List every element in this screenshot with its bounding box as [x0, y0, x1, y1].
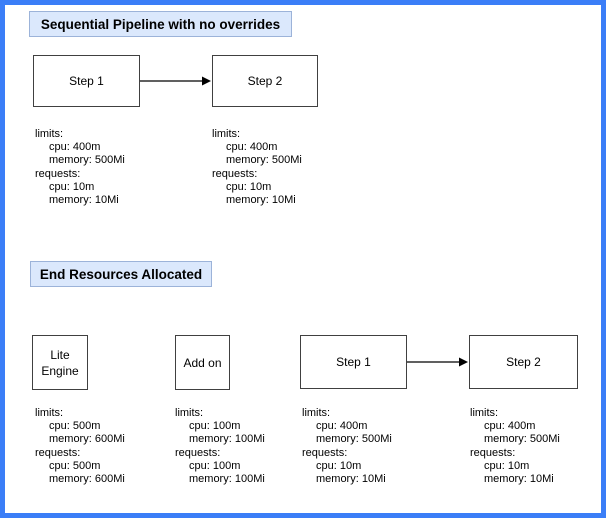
node-step1-bottom: Step 1	[300, 335, 407, 389]
resource-block-step1-top: limits: cpu: 400m memory: 500Mi requests…	[35, 128, 125, 207]
arrow-step1-to-step2-top	[140, 76, 211, 86]
node-step2-bottom: Step 2	[469, 335, 578, 389]
resource-line: cpu: 500m	[49, 420, 101, 433]
section-title-end-resources: End Resources Allocated	[30, 261, 212, 287]
resource-line: memory: 10Mi	[484, 473, 554, 486]
resource-line: cpu: 500m	[49, 459, 101, 472]
resource-line: limits:	[212, 128, 241, 140]
section-title-sequential-pipeline: Sequential Pipeline with no overrides	[29, 11, 292, 37]
resource-line: memory: 10Mi	[226, 194, 296, 207]
resource-block-add-on: limits: cpu: 100m memory: 100Mi requests…	[175, 407, 265, 486]
resource-line: memory: 500Mi	[49, 154, 125, 167]
resource-line: requests:	[35, 167, 81, 180]
resource-block-lite-engine: limits: cpu: 500m memory: 600Mi requests…	[35, 407, 125, 486]
resource-line: cpu: 400m	[484, 420, 536, 433]
resource-line: memory: 100Mi	[189, 473, 265, 486]
node-step1-top-label: Step 1	[69, 74, 104, 88]
resource-block-step1-bottom: limits: cpu: 400m memory: 500Mi requests…	[302, 407, 392, 486]
resource-line: limits:	[35, 407, 64, 419]
resource-line: cpu: 100m	[189, 459, 241, 472]
resource-line: cpu: 400m	[226, 141, 278, 154]
resource-line: memory: 10Mi	[316, 473, 386, 486]
node-step2-top: Step 2	[212, 55, 318, 107]
resource-line: memory: 10Mi	[49, 194, 119, 207]
resource-line: memory: 500Mi	[316, 433, 392, 446]
resource-line: memory: 100Mi	[189, 433, 265, 446]
resource-line: memory: 500Mi	[484, 433, 560, 446]
resource-line: limits:	[35, 128, 64, 140]
node-step2-top-label: Step 2	[247, 74, 283, 88]
resource-line: memory: 600Mi	[49, 433, 125, 446]
node-step1-bottom-label: Step 1	[336, 355, 371, 369]
resource-line: cpu: 100m	[189, 420, 241, 433]
resource-line: requests:	[470, 446, 516, 459]
resource-block-step2-bottom: limits: cpu: 400m memory: 500Mi requests…	[470, 407, 560, 486]
resource-line: requests:	[212, 167, 258, 180]
resource-line: limits:	[175, 407, 204, 419]
resource-line: cpu: 10m	[49, 180, 95, 193]
resource-line: requests:	[302, 446, 348, 459]
resource-line: cpu: 10m	[484, 459, 530, 472]
resource-line: memory: 600Mi	[49, 473, 125, 486]
arrow-step1-to-step2-bottom	[407, 357, 468, 367]
resource-line: memory: 500Mi	[226, 154, 302, 167]
resource-line: requests:	[175, 446, 221, 459]
resource-line: requests:	[35, 446, 81, 459]
resource-line: cpu: 10m	[316, 459, 362, 472]
resource-line: cpu: 10m	[226, 180, 272, 193]
resource-line: cpu: 400m	[316, 420, 368, 433]
resource-line: limits:	[302, 407, 331, 419]
node-step1-top: Step 1	[33, 55, 140, 107]
node-lite-engine: Lite Engine	[32, 335, 88, 390]
node-add-on-label: Add on	[183, 355, 222, 370]
node-step2-bottom-label: Step 2	[506, 355, 541, 369]
resource-line: limits:	[470, 407, 499, 419]
resource-block-step2-top: limits: cpu: 400m memory: 500Mi requests…	[212, 128, 302, 207]
node-add-on: Add on	[175, 335, 230, 390]
resource-line: cpu: 400m	[49, 141, 101, 154]
node-lite-engine-label: Lite Engine	[41, 347, 79, 378]
